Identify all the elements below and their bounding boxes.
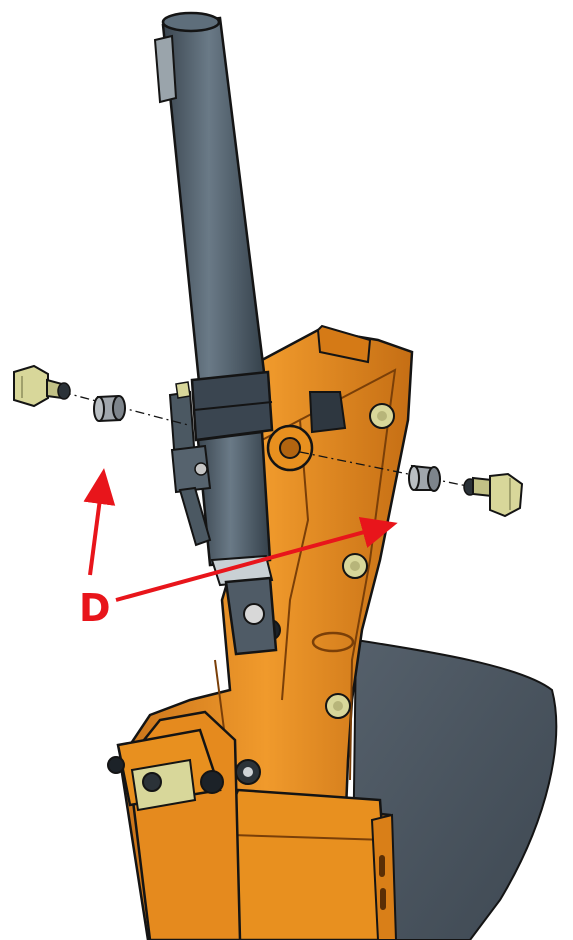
bushing-icon (93, 394, 126, 423)
bushing-icon-right (408, 464, 441, 492)
grease-fitting-icon (13, 364, 71, 408)
moldboard (350, 638, 558, 940)
valve-block (168, 381, 212, 547)
arrow-icon (83, 468, 116, 576)
lower-link (107, 728, 261, 812)
grease-fitting-icon-right (463, 472, 524, 518)
hydraulic-cylinder (153, 11, 278, 656)
callout-label: D (79, 586, 111, 630)
arrow-icon-right (115, 516, 398, 602)
pivot-axis-right (299, 451, 473, 488)
